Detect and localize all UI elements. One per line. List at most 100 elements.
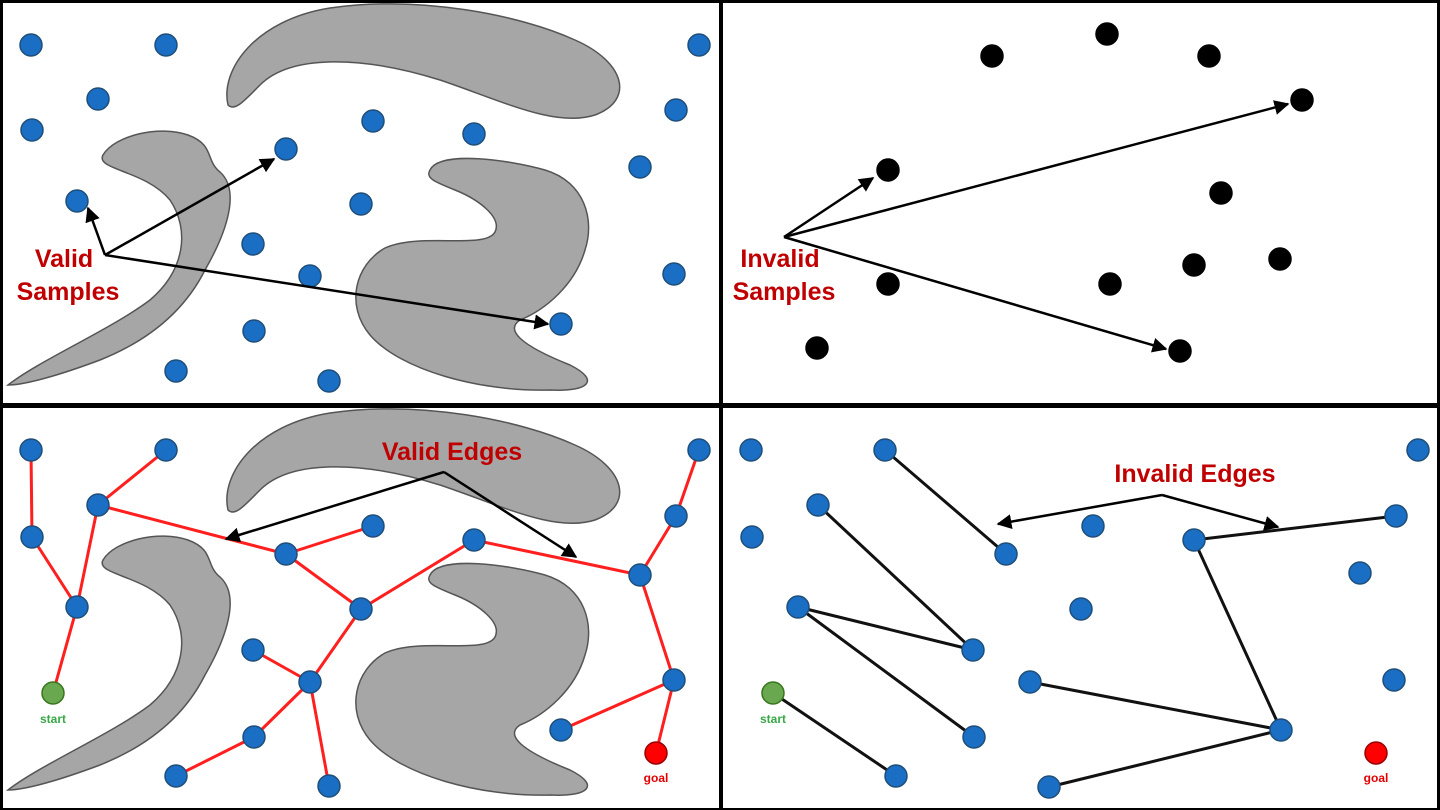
valid-edge: [30, 536, 79, 608]
valid-edge: [75, 504, 100, 608]
pointer-arrow: [1161, 493, 1280, 531]
graph-node: [884, 764, 908, 788]
valid-sample-node: [628, 155, 652, 179]
graph-node: [662, 668, 686, 692]
valid-sample-node: [65, 189, 89, 213]
graph-node: [1382, 668, 1406, 692]
start-node: [761, 681, 785, 705]
valid-edge: [285, 524, 374, 556]
pointer-arrow: [996, 493, 1163, 530]
graph-node: [687, 438, 711, 462]
valid-edge: [360, 538, 475, 611]
valid-sample-node: [549, 312, 573, 336]
invalid-edges-group: [772, 448, 1397, 789]
panel-invalid-samples: Invalid Samples: [720, 0, 1440, 406]
graph-node: [994, 542, 1018, 566]
invalid-edge: [884, 448, 1007, 556]
pointer-arrow: [783, 235, 1168, 353]
valid-edge: [560, 678, 675, 732]
valid-edge: [308, 681, 331, 787]
graph-node: [349, 597, 373, 621]
valid-edge: [29, 449, 34, 538]
invalid-sample-node: [1290, 88, 1314, 112]
graph-node: [664, 504, 688, 528]
graph-node: [241, 638, 265, 662]
graph-node: [549, 718, 573, 742]
graph-node: [786, 595, 810, 619]
valid-sample-node: [462, 122, 486, 146]
valid-sample-node: [164, 359, 188, 383]
invalid-sample-node: [1098, 272, 1122, 296]
pointer-arrow: [783, 176, 875, 239]
graph-node: [1018, 670, 1042, 694]
panel-invalid-edges: start goal Invalid Edges: [720, 405, 1440, 810]
valid-edge: [97, 503, 287, 556]
invalid-sample-node: [1209, 181, 1233, 205]
graph-node: [806, 493, 830, 517]
graph-node: [154, 438, 178, 462]
valid-sample-node: [19, 33, 43, 57]
goal-label: goal: [1364, 771, 1389, 785]
graph-node: [1406, 438, 1430, 462]
panel-valid-samples: Valid Samples: [0, 0, 722, 406]
valid-sample-node: [664, 98, 688, 122]
invalid-edge: [1193, 514, 1397, 542]
graph-node: [242, 725, 266, 749]
graph-node: [961, 638, 985, 662]
invalid-sample-node: [980, 44, 1004, 68]
start-node: [41, 681, 65, 705]
pointer-arrow: [104, 253, 550, 330]
start-label: start: [40, 712, 66, 726]
graph-node: [20, 525, 44, 549]
valid-edge: [285, 552, 362, 611]
valid-sample-node: [241, 232, 265, 256]
pointer-arrow: [104, 157, 276, 257]
valid-edges-label: Valid Edges: [382, 438, 522, 466]
graph-node: [1384, 504, 1408, 528]
graph-node: [1069, 597, 1093, 621]
valid-sample-node: [317, 369, 341, 393]
valid-samples-label-line1: Valid: [35, 245, 93, 273]
graph-node: [298, 670, 322, 694]
graph-node: [274, 542, 298, 566]
pointer-arrow: [85, 206, 107, 256]
invalid-edge: [1029, 680, 1282, 732]
valid-sample-node: [274, 137, 298, 161]
graph-node: [65, 595, 89, 619]
invalid-sample-node: [876, 272, 900, 296]
invalid-sample-node: [805, 336, 829, 360]
invalid-edge: [797, 605, 975, 739]
graph-node: [164, 764, 188, 788]
invalid-sample-node: [1095, 22, 1119, 46]
invalid-samples-label-line1: Invalid: [740, 245, 819, 273]
valid-edges-group: [29, 448, 701, 787]
invalid-sample-node: [1268, 247, 1292, 271]
invalid-samples-label-line2: Samples: [733, 278, 836, 306]
pointer-arrow: [443, 470, 578, 559]
graph-node: [86, 493, 110, 517]
invalid-edges-label: Invalid Edges: [1114, 460, 1275, 488]
valid-sample-node: [361, 109, 385, 133]
valid-edge: [175, 735, 255, 778]
graph-node: [317, 774, 341, 798]
goal-label: goal: [644, 771, 669, 785]
graph-node: [740, 525, 764, 549]
valid-sample-node: [298, 264, 322, 288]
valid-sample-node: [662, 262, 686, 286]
valid-sample-node: [86, 87, 110, 111]
graph-node: [1348, 561, 1372, 585]
graph-node: [628, 563, 652, 587]
graph-node: [1269, 718, 1293, 742]
goal-node: [1364, 741, 1388, 765]
graph-node: [1037, 775, 1061, 799]
graph-node: [1182, 528, 1206, 552]
graph-node: [739, 438, 763, 462]
valid-edge: [638, 574, 676, 681]
pointer-arrow: [783, 100, 1290, 239]
graph-node: [462, 528, 486, 552]
valid-sample-node: [687, 33, 711, 57]
graph-node: [1081, 514, 1105, 538]
invalid-edge: [772, 691, 897, 778]
valid-edge: [252, 680, 312, 739]
